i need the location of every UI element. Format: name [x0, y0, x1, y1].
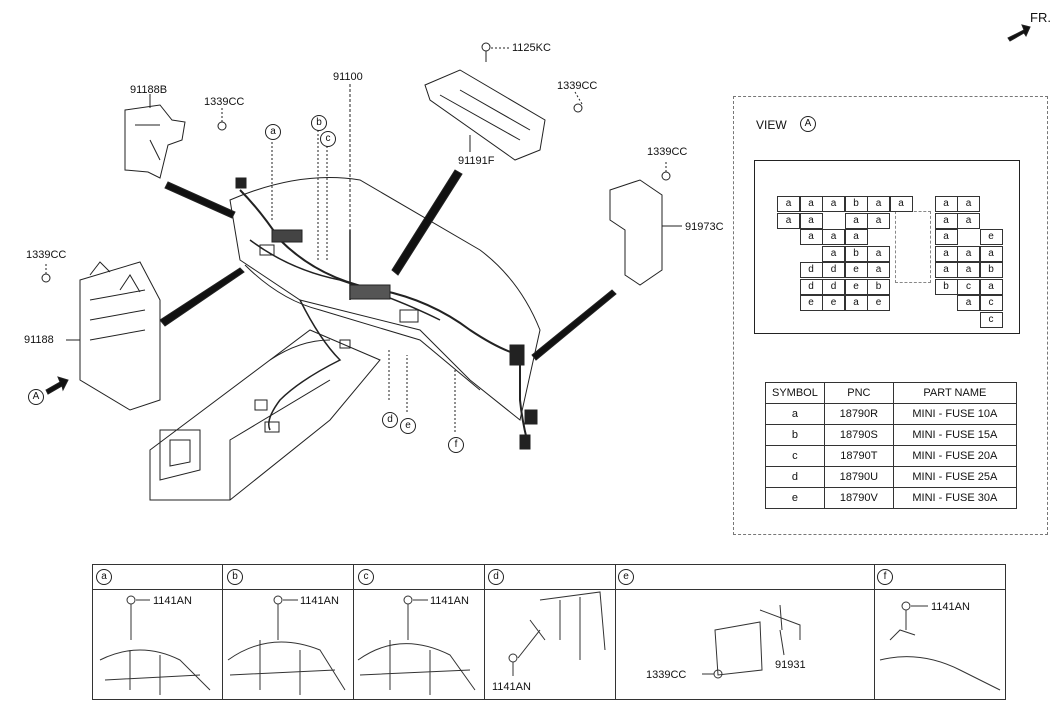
callout-91188b: 91188B — [130, 84, 168, 96]
fuse-cell: d — [799, 278, 823, 295]
callout-91100: 91100 — [333, 71, 363, 83]
fuse-cell: e — [844, 278, 868, 295]
fuse-cell: a — [799, 196, 823, 212]
fuse-cell: a — [844, 212, 868, 229]
fuse-cell: a — [799, 229, 823, 245]
view-a-marker: A — [28, 389, 44, 405]
view-title: VIEW — [756, 118, 787, 132]
fuse-cell: b — [867, 278, 890, 295]
fuse-cell: a — [867, 262, 890, 278]
detail-e-part2: 1339CC — [646, 669, 687, 681]
fuse-cell: e — [844, 262, 868, 278]
fuse-cell: c — [979, 295, 1003, 311]
callout-91973c: 91973C — [685, 221, 724, 233]
relay-slot — [895, 211, 931, 283]
fuse-cell: a — [934, 229, 958, 245]
header-symbol: SYMBOL — [765, 382, 825, 404]
fuse-cell: a — [822, 196, 845, 212]
fuse-cell: a — [822, 229, 845, 245]
callout-1339cc-right: 1339CC — [647, 146, 688, 158]
fuse-cell: a — [957, 212, 980, 229]
detail-e-letter: e — [618, 569, 634, 585]
fuse-cell: a — [822, 245, 845, 262]
fuse-cell: a — [867, 212, 890, 229]
detail-c-letter: c — [358, 569, 374, 585]
fuse-cell: e — [867, 295, 890, 311]
fuse-cell: e — [799, 295, 823, 311]
marker-b: b — [311, 115, 327, 131]
detail-b-part: 1141AN — [300, 595, 339, 607]
marker-f: f — [448, 437, 464, 453]
detail-f-part: 1141AN — [931, 601, 970, 613]
header-pnc: PNC — [823, 382, 894, 404]
fuse-cell: c — [957, 278, 980, 295]
fuse-cell: a — [777, 212, 800, 229]
fuse-cell: a — [979, 245, 1003, 262]
fuse-cell: a — [867, 196, 890, 212]
callout-91191f: 91191F — [458, 155, 495, 167]
fuse-cell: d — [822, 278, 845, 295]
callout-1125kc: 1125KC — [512, 42, 551, 54]
marker-a: a — [265, 124, 281, 140]
fuse-cell: a — [934, 212, 958, 229]
view-a-panel — [733, 96, 1048, 535]
marker-e: e — [400, 418, 416, 434]
callout-91188: 91188 — [24, 334, 54, 346]
fuse-cell: d — [822, 262, 845, 278]
detail-d-part: 1141AN — [492, 681, 531, 693]
fuse-cell: e — [979, 229, 1003, 245]
fuse-cell: a — [844, 229, 868, 245]
fuse-cell: a — [957, 262, 980, 278]
fuse-cell: a — [957, 196, 980, 212]
fuse-cell: d — [799, 262, 823, 278]
fuse-cell: b — [979, 262, 1003, 278]
header-part-name: PART NAME — [892, 382, 1017, 404]
detail-a-letter: a — [96, 569, 112, 585]
callout-1339cc-top: 1339CC — [557, 80, 598, 92]
detail-d-letter: d — [488, 569, 504, 585]
fuse-cell: a — [934, 262, 958, 278]
fuse-cell: b — [844, 196, 868, 212]
detail-c-part: 1141AN — [430, 595, 469, 607]
fuse-cell: a — [889, 196, 913, 212]
fuse-cell: c — [979, 311, 1003, 328]
detail-a-part: 1141AN — [153, 595, 192, 607]
fuse-cell: a — [867, 245, 890, 262]
fuse-cell: a — [799, 212, 823, 229]
fuse-grid — [754, 160, 1020, 334]
callout-1339cc-left: 1339CC — [204, 96, 245, 108]
fuse-cell: a — [957, 295, 980, 311]
marker-c: c — [320, 131, 336, 147]
view-letter: A — [800, 116, 816, 132]
fuse-cell: a — [934, 196, 958, 212]
fuse-cell: a — [934, 245, 958, 262]
fuse-cell: b — [934, 278, 958, 295]
fuse-cell: a — [844, 295, 868, 311]
fuse-cell: a — [957, 245, 980, 262]
fuse-cell: a — [777, 196, 800, 212]
detail-strip — [92, 564, 1006, 700]
detail-e-part: 91931 — [775, 659, 806, 671]
fuse-cell: e — [822, 295, 845, 311]
fuse-cell: b — [844, 245, 868, 262]
detail-f-letter: f — [877, 569, 893, 585]
front-label: FR. — [1030, 10, 1051, 25]
detail-b-letter: b — [227, 569, 243, 585]
fuse-cell: a — [979, 278, 1003, 295]
marker-d: d — [382, 412, 398, 428]
callout-1339cc-mid: 1339CC — [26, 249, 67, 261]
